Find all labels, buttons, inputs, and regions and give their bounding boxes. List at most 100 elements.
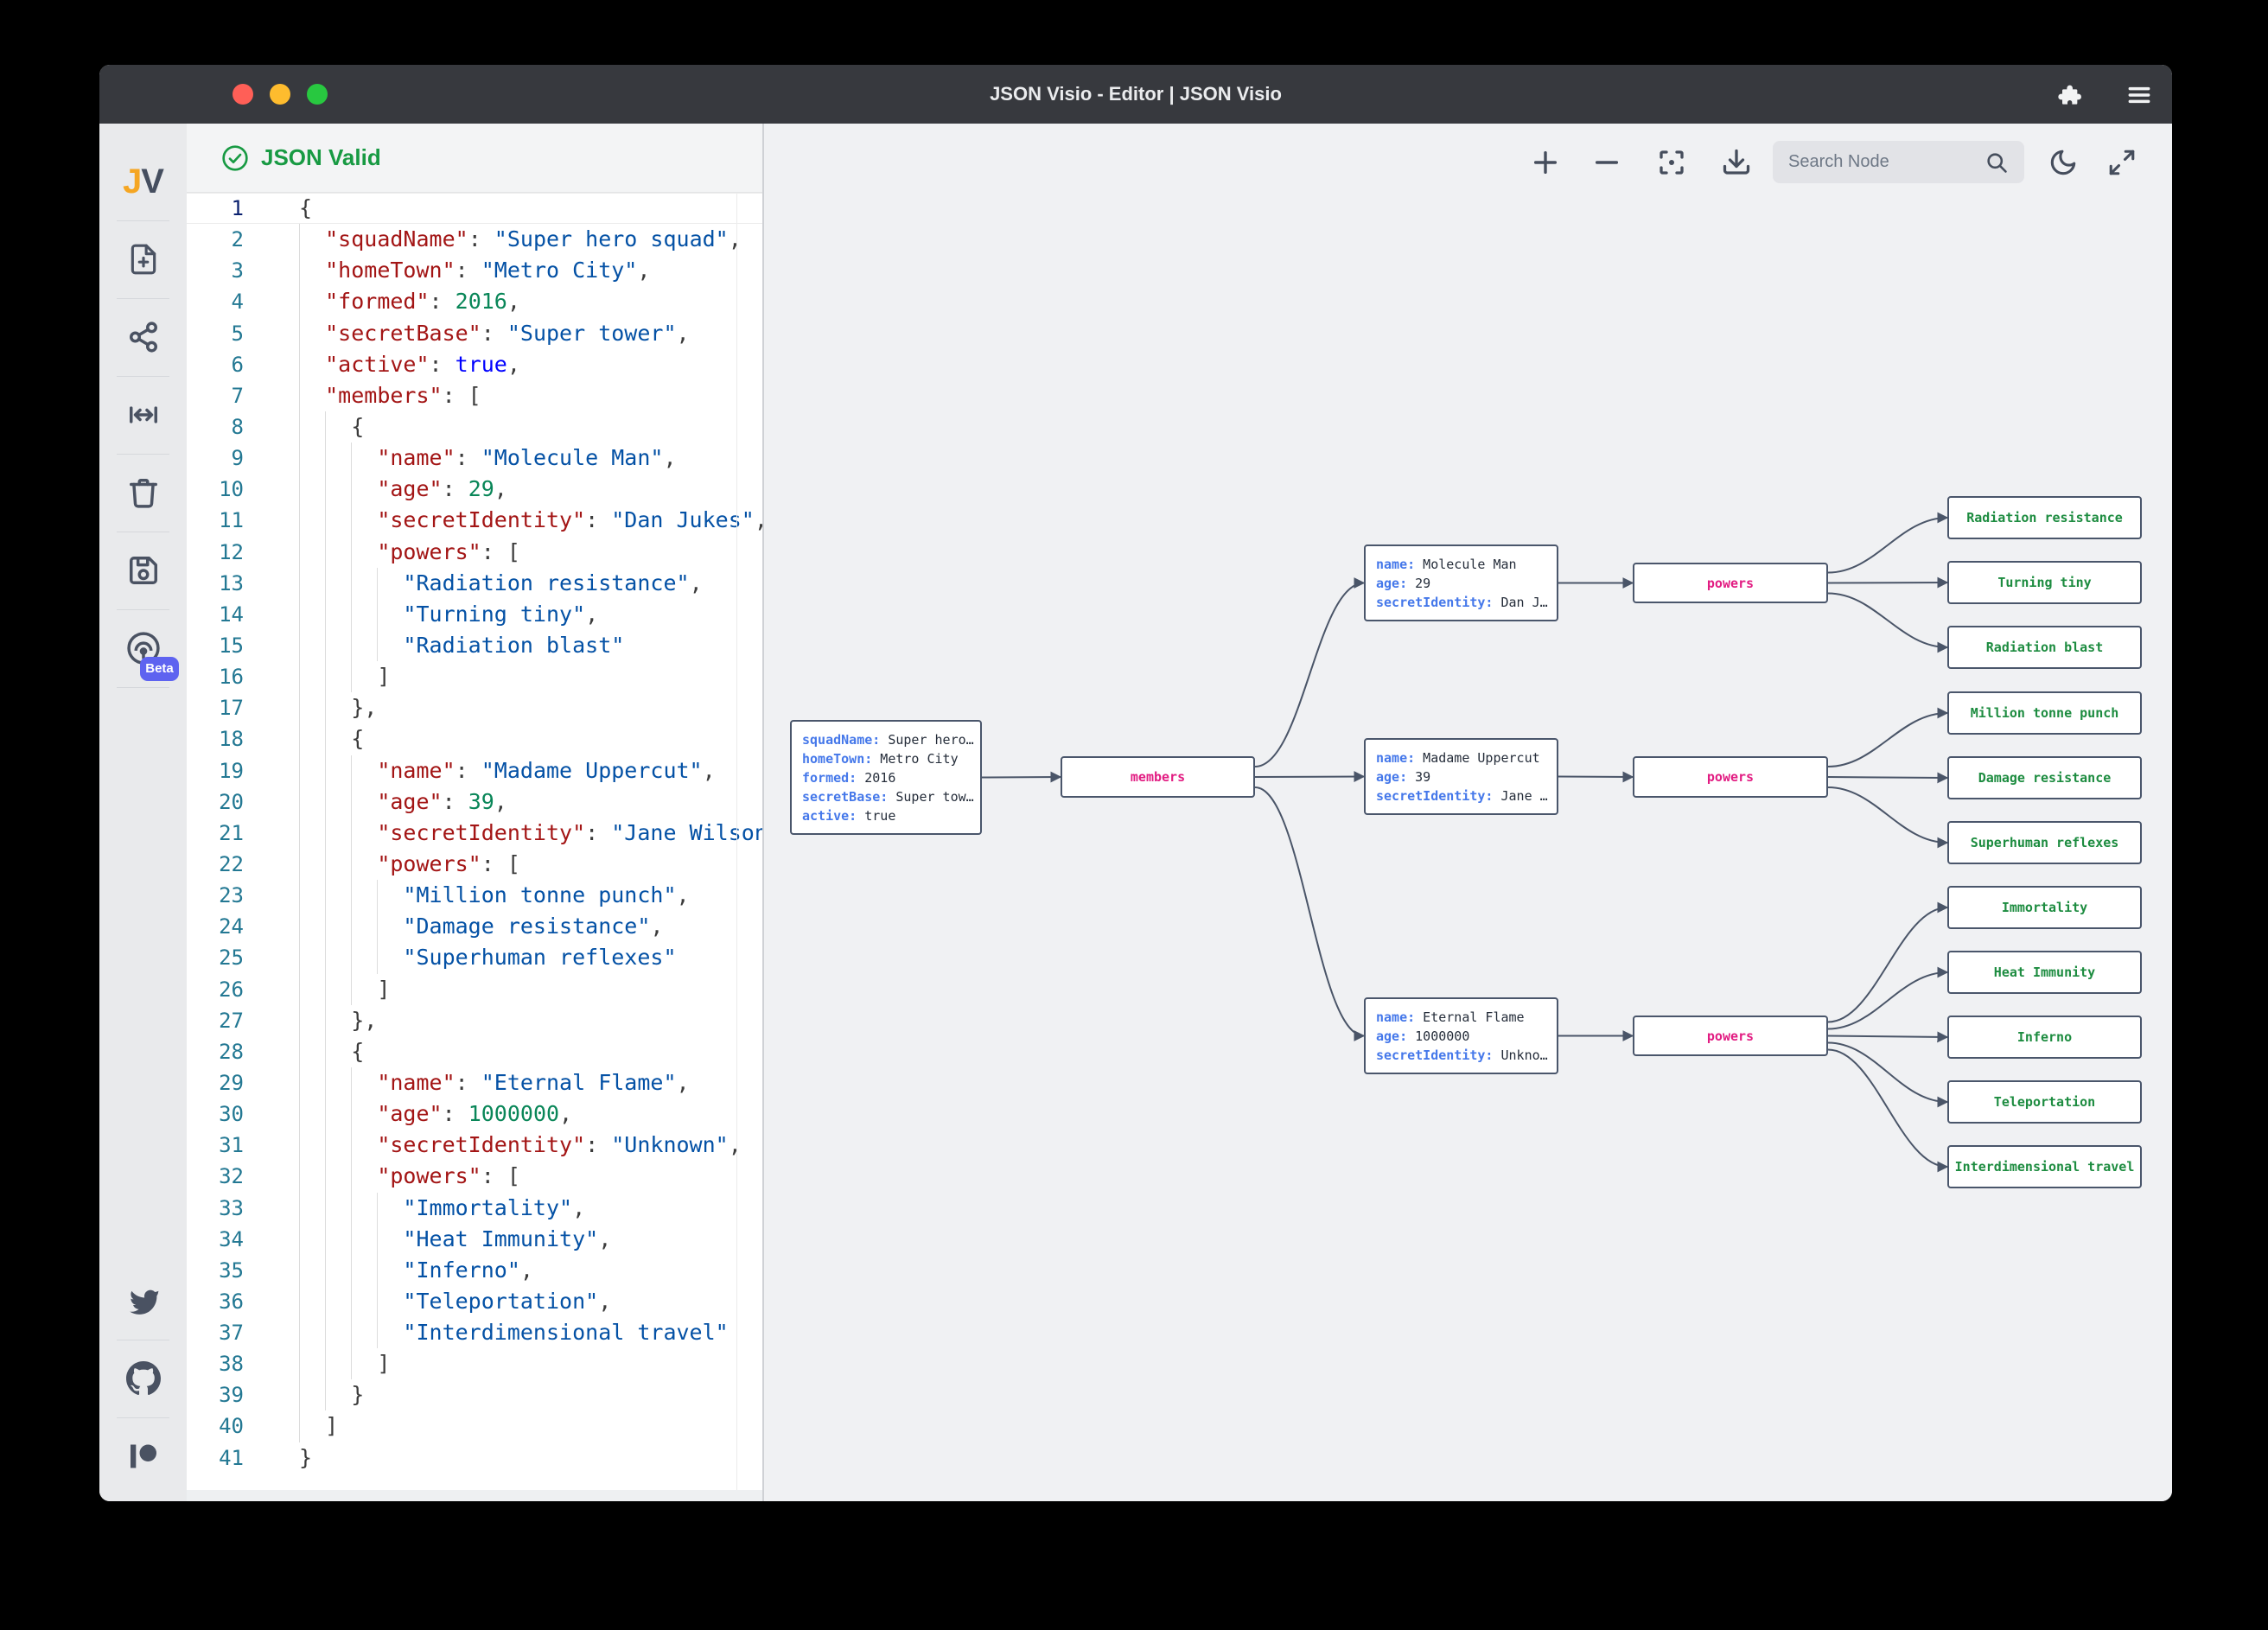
node-row: age: 39 — [1376, 768, 1431, 785]
code-line[interactable]: 12 "powers": [ — [187, 536, 764, 568]
code-line[interactable]: 21 "secretIdentity": "Jane Wilson", — [187, 817, 764, 849]
zoom-in-icon[interactable] — [1526, 143, 1564, 181]
code-line[interactable]: 22 "powers": [ — [187, 848, 764, 881]
code-line[interactable]: 11 "secretIdentity": "Dan Jukes", — [187, 505, 764, 537]
code-line[interactable]: 33 "Immortality", — [187, 1192, 764, 1224]
graph-node-p3[interactable]: powers — [1633, 1016, 1828, 1056]
editor-scrollbar-track[interactable] — [736, 193, 737, 1501]
code-line[interactable]: 16 ] — [187, 661, 764, 693]
code-line[interactable]: 38 ] — [187, 1348, 764, 1380]
code-line[interactable]: 4 "formed": 2016, — [187, 286, 764, 318]
code-text: ] — [377, 976, 391, 1002]
code-line[interactable]: 2 "squadName": "Super hero squad", — [187, 224, 764, 256]
code-line[interactable]: 29 "name": "Eternal Flame", — [187, 1067, 764, 1099]
node-row: squadName: Super hero… — [802, 731, 974, 748]
code-editor[interactable]: 1{2 "squadName": "Super hero squad",3 "h… — [187, 193, 764, 1501]
editor-horizontal-scrollbar[interactable] — [187, 1490, 764, 1501]
code-line[interactable]: 3 "homeTown": "Metro City", — [187, 255, 764, 287]
code-line[interactable]: 10 "age": 29, — [187, 474, 764, 506]
code-line[interactable]: 30 "age": 1000000, — [187, 1098, 764, 1130]
indent-guide — [325, 443, 327, 474]
download-icon[interactable] — [1717, 143, 1755, 181]
code-line[interactable]: 25 "Superhuman reflexes" — [187, 942, 764, 974]
indent-guide — [299, 1192, 300, 1224]
fullscreen-expand-icon[interactable] — [2103, 143, 2141, 181]
code-line[interactable]: 24 "Damage resistance", — [187, 911, 764, 943]
center-focus-icon[interactable] — [1653, 143, 1691, 181]
code-line[interactable]: 35 "Inferno", — [187, 1254, 764, 1286]
code-line[interactable]: 1{ — [187, 193, 764, 224]
code-line[interactable]: 23 "Million tonne punch", — [187, 880, 764, 912]
api-widget-icon[interactable] — [99, 621, 187, 676]
indent-guide — [299, 567, 300, 599]
code-line[interactable]: 9 "name": "Molecule Man", — [187, 443, 764, 474]
indent-guide — [351, 505, 353, 537]
code-line[interactable]: 6 "active": true, — [187, 348, 764, 380]
expand-width-icon[interactable] — [99, 387, 187, 443]
graph-node-root[interactable]: squadName: Super hero…homeTown: Metro Ci… — [790, 720, 982, 835]
code-line[interactable]: 37 "Interdimensional travel" — [187, 1317, 764, 1349]
extension-puzzle-icon[interactable] — [2055, 81, 2083, 109]
code-line[interactable]: 31 "secretIdentity": "Unknown", — [187, 1130, 764, 1162]
code-line[interactable]: 8 { — [187, 411, 764, 443]
code-line[interactable]: 5 "secretBase": "Super tower", — [187, 317, 764, 349]
code-line[interactable]: 20 "age": 39, — [187, 786, 764, 818]
indent-guide — [351, 1130, 353, 1162]
code-line[interactable]: 17 }, — [187, 692, 764, 724]
node-row: name: Molecule Man — [1376, 556, 1517, 572]
code-line[interactable]: 39 } — [187, 1379, 764, 1411]
graph-node-l3[interactable]: Radiation blast — [1947, 626, 2142, 669]
code-line[interactable]: 18 { — [187, 723, 764, 755]
code-line[interactable]: 40 ] — [187, 1410, 764, 1442]
node-label: powers — [1706, 769, 1755, 785]
menu-hamburger-icon[interactable] — [2125, 81, 2153, 109]
code-line[interactable]: 19 "name": "Madame Uppercut", — [187, 755, 764, 786]
save-icon[interactable] — [99, 543, 187, 598]
code-line[interactable]: 32 "powers": [ — [187, 1161, 764, 1193]
graph-node-l4[interactable]: Million tonne punch — [1947, 691, 2142, 735]
twitter-icon[interactable] — [99, 1273, 187, 1328]
graph-node-l10[interactable]: Teleportation — [1947, 1080, 2142, 1124]
patreon-icon[interactable] — [99, 1429, 187, 1484]
app-logo[interactable]: JV — [99, 154, 187, 209]
code-line[interactable]: 15 "Radiation blast" — [187, 629, 764, 662]
delete-trash-icon[interactable] — [99, 465, 187, 520]
github-icon[interactable] — [99, 1351, 187, 1406]
code-line[interactable]: 28 { — [187, 1035, 764, 1067]
graph-node-l11[interactable]: Interdimensional travel — [1947, 1145, 2142, 1188]
close-window-button[interactable] — [233, 84, 253, 105]
graph-node-l5[interactable]: Damage resistance — [1947, 756, 2142, 799]
new-document-icon[interactable] — [99, 232, 187, 287]
minimize-window-button[interactable] — [270, 84, 290, 105]
indent-guide — [325, 505, 327, 537]
graph-node-l9[interactable]: Inferno — [1947, 1016, 2142, 1059]
graph-node-l6[interactable]: Superhuman reflexes — [1947, 821, 2142, 864]
graph-node-p1[interactable]: powers — [1633, 563, 1828, 603]
graph-node-p2[interactable]: powers — [1633, 756, 1828, 798]
graph-node-l2[interactable]: Turning tiny — [1947, 561, 2142, 604]
search-node-input[interactable] — [1773, 141, 2024, 183]
code-line[interactable]: 41} — [187, 1442, 764, 1474]
graph-canvas[interactable]: squadName: Super hero…homeTown: Metro Ci… — [764, 124, 2172, 1501]
search-icon[interactable] — [1984, 150, 2009, 175]
graph-node-l7[interactable]: Immortality — [1947, 886, 2142, 929]
code-line[interactable]: 14 "Turning tiny", — [187, 598, 764, 630]
code-line[interactable]: 13 "Radiation resistance", — [187, 567, 764, 599]
graph-node-l8[interactable]: Heat Immunity — [1947, 951, 2142, 994]
panel-divider[interactable] — [762, 124, 764, 1501]
graph-node-members[interactable]: members — [1061, 756, 1255, 798]
line-number: 34 — [219, 1226, 244, 1251]
graph-node-l1[interactable]: Radiation resistance — [1947, 496, 2142, 539]
code-line[interactable]: 7 "members": [ — [187, 379, 764, 411]
code-line[interactable]: 36 "Teleportation", — [187, 1285, 764, 1318]
share-graph-icon[interactable] — [99, 309, 187, 365]
maximize-window-button[interactable] — [307, 84, 328, 105]
zoom-out-icon[interactable] — [1588, 143, 1626, 181]
code-line[interactable]: 27 }, — [187, 1004, 764, 1036]
code-line[interactable]: 34 "Heat Immunity", — [187, 1223, 764, 1255]
dark-mode-moon-icon[interactable] — [2044, 143, 2082, 181]
code-line[interactable]: 26 ] — [187, 973, 764, 1005]
